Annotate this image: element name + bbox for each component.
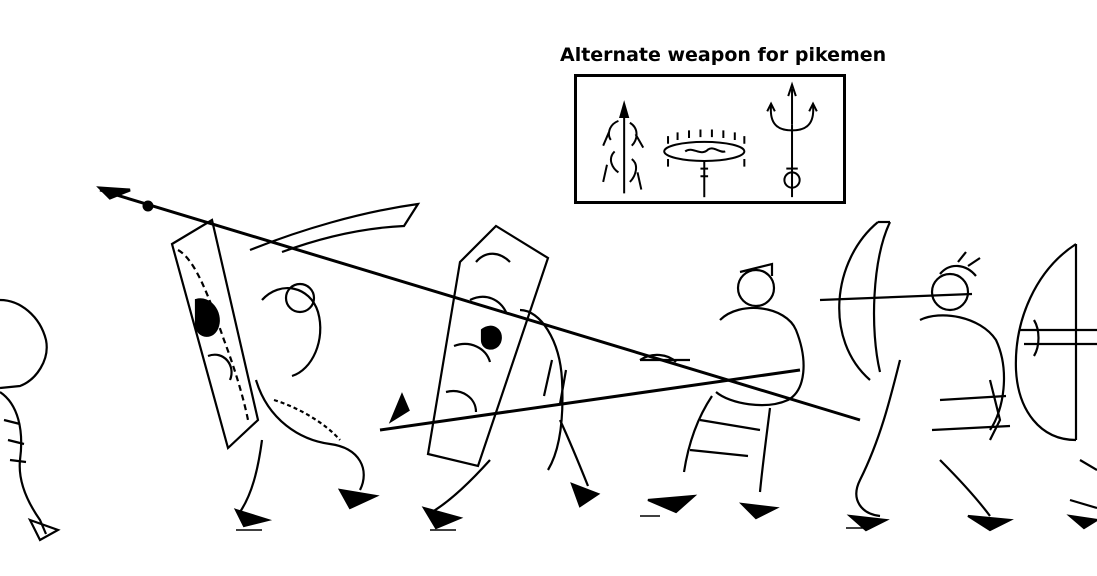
inset-caption: Alternate weapon for pikemen	[560, 44, 887, 66]
trident-icon	[767, 85, 817, 198]
spiked-wheel-icon	[664, 129, 744, 197]
spear-with-tassels-icon	[603, 104, 643, 194]
long-pike	[100, 188, 860, 420]
crossbowman	[820, 222, 1010, 530]
archer-partial-right	[1016, 244, 1097, 528]
alternate-weapons-drawing	[577, 77, 843, 201]
pikeman	[640, 264, 804, 518]
sword-and-shield-soldier	[172, 204, 418, 526]
alternate-weapons-inset	[574, 74, 846, 204]
soldier-partial-left	[0, 300, 58, 540]
second-pike	[380, 370, 800, 430]
shield-soldier	[424, 226, 598, 528]
ground-marks	[236, 516, 870, 530]
